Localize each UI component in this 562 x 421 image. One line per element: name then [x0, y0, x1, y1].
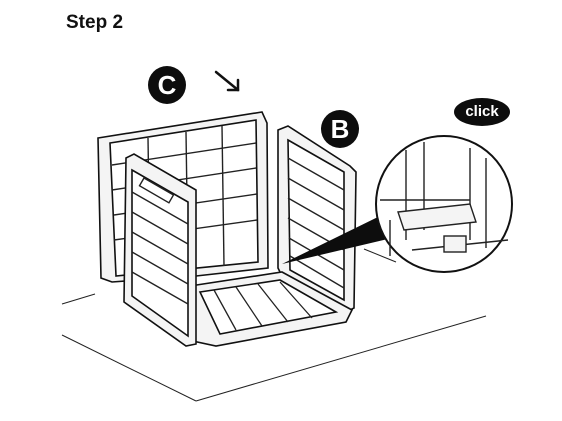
detail-circle: [375, 135, 513, 273]
click-callout: click: [454, 98, 510, 126]
detail-pointer: [282, 214, 392, 264]
floor-outline: [61, 248, 487, 402]
panel-b-badge: B: [321, 110, 359, 148]
panel-c-badge: C: [148, 66, 186, 104]
base-panel: [187, 271, 354, 347]
panel-front-slats: [131, 177, 189, 305]
arrow-down-right-icon: [214, 70, 240, 92]
step-title: Step 2: [66, 12, 124, 33]
base-slats: [213, 281, 313, 331]
